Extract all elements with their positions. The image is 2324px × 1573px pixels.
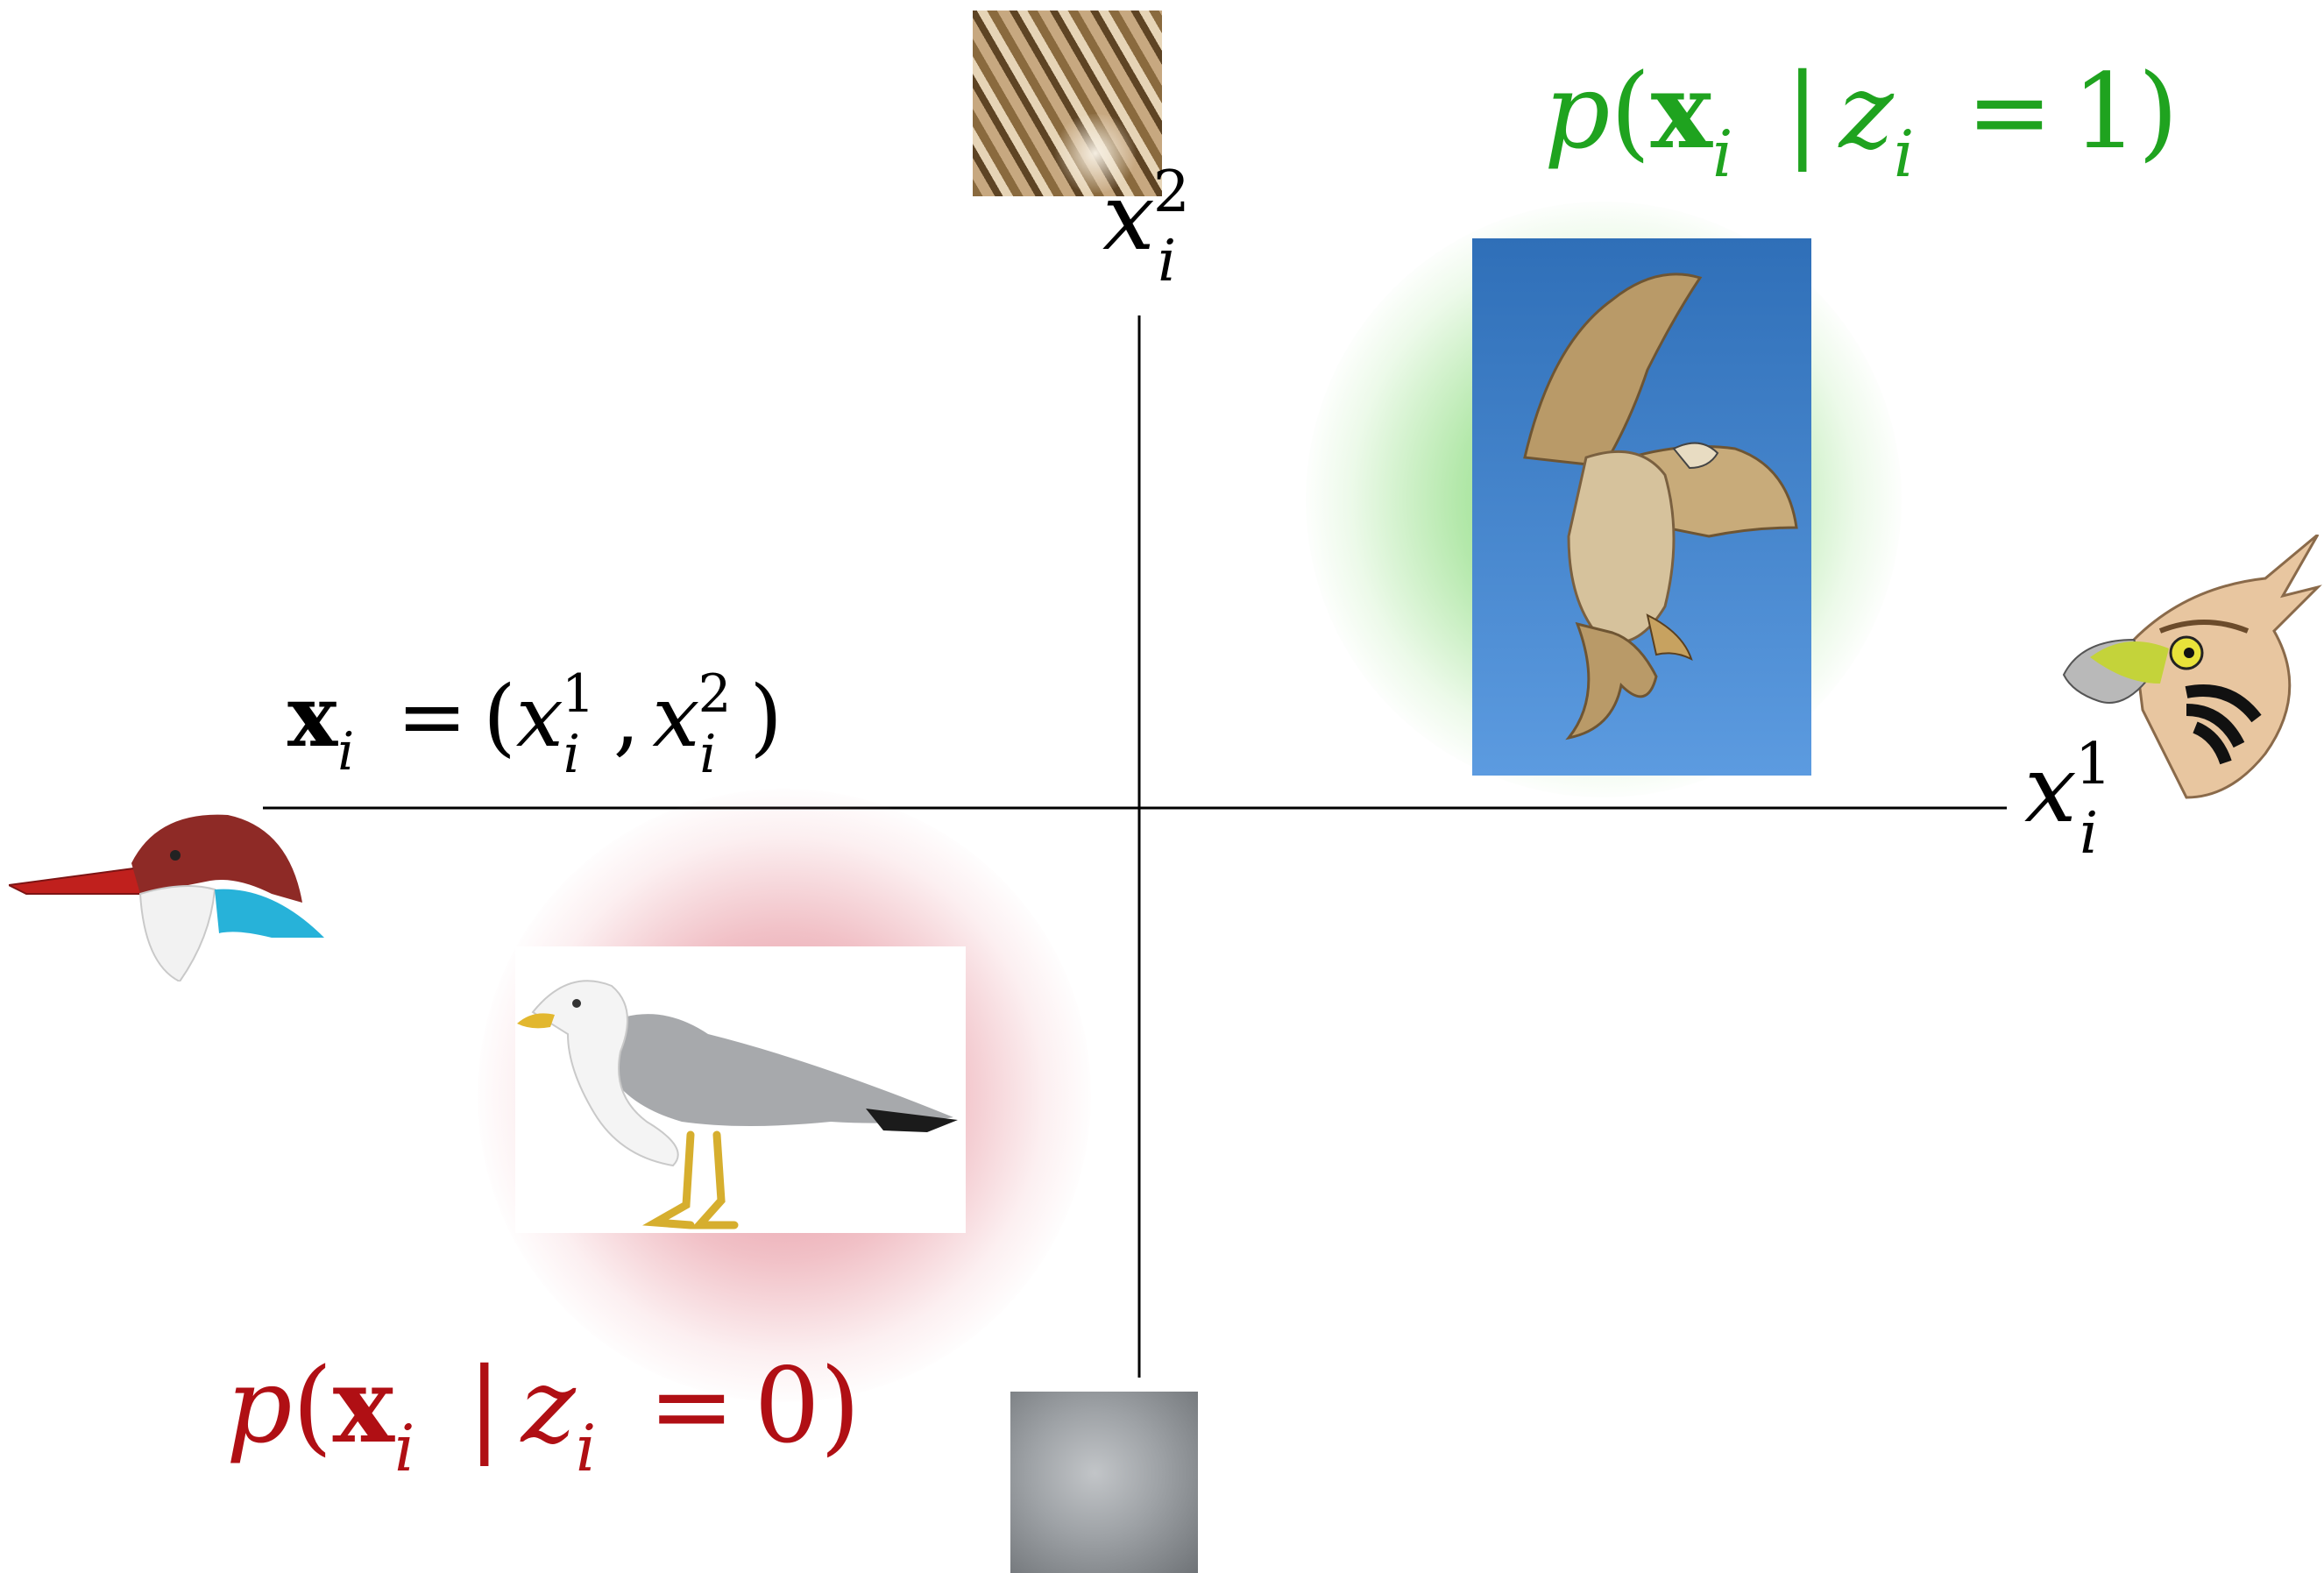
class1-likelihood-label: p(xi |zi =1) xyxy=(1544,60,2179,163)
y-axis-label: xi2 xyxy=(1102,171,1210,264)
woodpecker-head-icon xyxy=(9,806,333,981)
hawk-photo xyxy=(1472,238,1811,776)
x-axis-label: xi1 xyxy=(2024,743,2132,836)
class0-likelihood-label: p(xi |zi =0) xyxy=(226,1354,861,1457)
gull-photo xyxy=(515,946,966,1233)
vector-definition-label: xi =(xi1,xi2) xyxy=(287,675,783,759)
gray-sky-texture xyxy=(1010,1392,1198,1573)
